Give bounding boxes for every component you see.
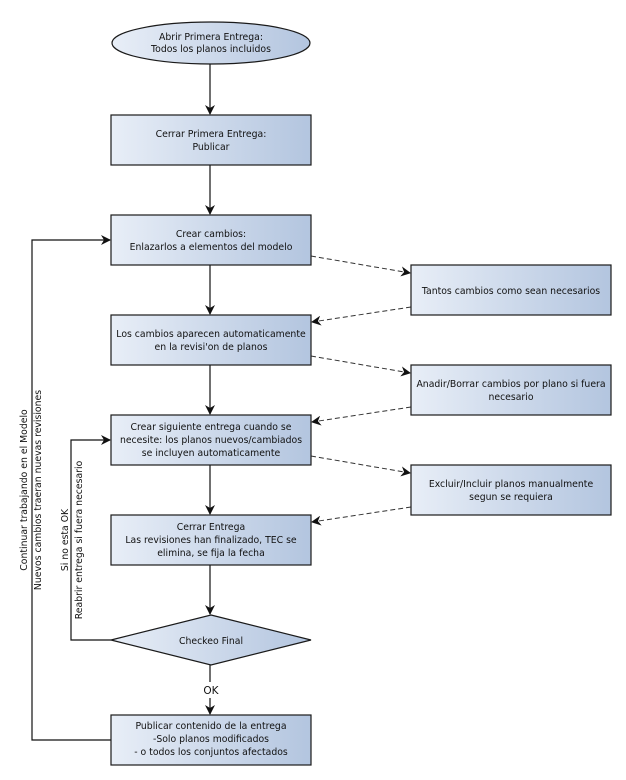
node-text: necesario — [488, 392, 533, 403]
dashed-arrows — [310, 255, 412, 526]
node-text: Enlazarlos a elementos del modelo — [130, 242, 293, 253]
node-text: segun se requiera — [469, 492, 553, 503]
side-node-changes: Tantos cambios como sean necesarios — [410, 264, 612, 316]
node-text: Crear cambios: — [176, 229, 246, 240]
outer-loop-label: Continuar trabajando en el Modelo — [19, 409, 30, 571]
node-text: se incluyen automaticamente — [142, 448, 281, 459]
node-text: elimina, se fija la fecha — [157, 548, 265, 559]
inner-loop-label: Si no esta OK — [60, 508, 71, 571]
node-text: Anadir/Borrar cambios por plano si fuera — [416, 379, 605, 390]
node-text: Publicar contenido de la entrega — [135, 721, 286, 732]
node-text: Tantos cambios como sean necesarios — [421, 286, 600, 297]
final-check-decision: Checkeo Final — [110, 614, 312, 666]
side-node-exclude-include: Excluir/Incluir planos manualmente segun… — [410, 464, 612, 516]
next-delivery-node: Crear siguiente entrega cuando se necesi… — [110, 414, 312, 466]
node-text: Los cambios aparecen automaticamente — [116, 329, 306, 340]
node-text: Las revisiones han finalizado, TEC se — [125, 535, 297, 546]
inner-loop-arrow — [70, 435, 111, 641]
node-text: Excluir/Incluir planos manualmente — [429, 479, 594, 490]
publish-node: Publicar contenido de la entrega -Solo p… — [110, 714, 312, 766]
node-text: Abrir Primera Entrega: — [159, 32, 263, 43]
node-text: Cerrar Entrega — [177, 522, 246, 533]
changes-appear-node: Los cambios aparecen automaticamente en … — [110, 314, 312, 366]
node-text: -Solo planos modificados — [153, 734, 269, 745]
node-text: Publicar — [192, 142, 229, 153]
close-first-node: Cerrar Primera Entrega: Publicar — [110, 114, 312, 166]
start-node: Abrir Primera Entrega: Todos los planos … — [111, 21, 311, 65]
node-text: en la revisi'on de planos — [155, 342, 268, 353]
side-node-add-remove: Anadir/Borrar cambios por plano si fuera… — [410, 364, 612, 416]
close-delivery-node: Cerrar Entrega Las revisiones han finali… — [110, 514, 312, 566]
create-changes-node: Crear cambios: Enlazarlos a elementos de… — [110, 214, 312, 266]
inner-loop-label: Reabrir entrega si fuera necesario — [74, 460, 85, 619]
node-text: Checkeo Final — [179, 636, 243, 647]
node-text: Todos los planos incluidos — [150, 44, 271, 55]
ok-label: OK — [203, 685, 219, 697]
node-text: - o todos los conjuntos afectados — [134, 747, 288, 758]
outer-loop-arrow — [31, 235, 111, 741]
node-text: Crear siguiente entrega cuando se — [131, 422, 292, 433]
outer-loop-label: Nuevos cambios traeran nuevas revisiones — [33, 390, 44, 590]
flow-arrows — [31, 63, 215, 741]
node-text: Cerrar Primera Entrega: — [156, 129, 267, 140]
node-text: necesite: los planos nuevos/cambiados — [120, 435, 302, 446]
